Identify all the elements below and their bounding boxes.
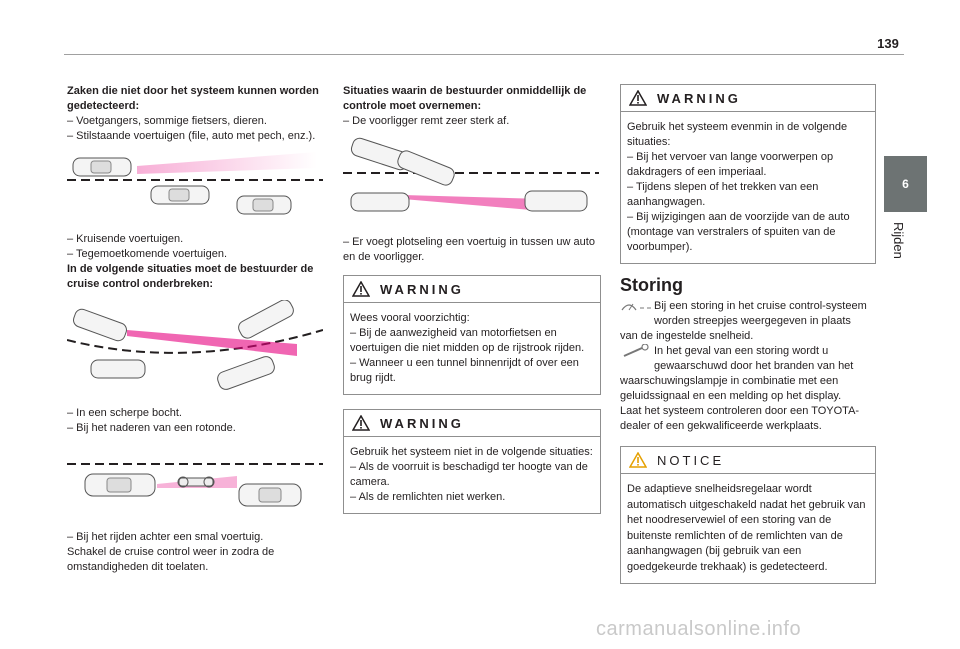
- car-icon: [238, 300, 294, 339]
- warning-box: WARNING Gebruik het systeem evenmin in d…: [620, 84, 876, 264]
- column-1: Zaken die niet door het systeem kunnen w…: [67, 84, 329, 575]
- car-icon: [90, 359, 146, 379]
- storing-text: Bij een storing in het cruise control-sy…: [654, 300, 867, 327]
- radar-beam: [137, 152, 317, 174]
- column-2: Situaties waarin de bestuurder onmiddell…: [343, 84, 601, 528]
- list-item: – Er voegt plotseling een voertuig in tu…: [343, 236, 595, 263]
- list-item: – Bij het rijden achter een smal voertui…: [67, 531, 264, 543]
- list-item: – Voetgangers, sommige fietsers, dieren.: [67, 115, 267, 127]
- radar-beam: [403, 195, 543, 211]
- notice-icon: [629, 452, 647, 468]
- illustration-cut-in: [343, 137, 599, 212]
- notice-box: NOTICE De adaptieve snelheidsregelaar wo…: [620, 446, 876, 584]
- car-icon: [84, 473, 156, 497]
- warning-header: WARNING: [621, 85, 875, 112]
- warning-icon: [352, 281, 370, 297]
- chapter-label-text: Rijden: [891, 222, 906, 259]
- warning-text: – Wanneer u een tunnel binnenrijdt of ov…: [350, 357, 579, 384]
- warning-text: – Tijdens slepen of het trekken van een …: [627, 181, 819, 208]
- storing-text: In het geval van een storing wordt u gew…: [654, 345, 854, 372]
- warning-text: – Als de remlichten niet werken.: [350, 491, 506, 503]
- warning-text: Wees vooral voorzichtig:: [350, 312, 470, 324]
- warning-header: WARNING: [344, 276, 600, 303]
- warning-text: – Bij het vervoer van lange voorwerpen o…: [627, 151, 834, 178]
- warning-text: – Als de voorruit is beschadigd ter hoog…: [350, 461, 588, 488]
- list-item: – De voorligger remt zeer sterk af.: [343, 115, 510, 127]
- warning-icon: [352, 415, 370, 431]
- warning-title: WARNING: [380, 281, 464, 297]
- car-icon: [350, 192, 410, 212]
- storing-para-1: Bij een storing in het cruise control-sy…: [620, 299, 876, 329]
- storing-para-2: In het geval van een storing wordt u gew…: [620, 344, 876, 374]
- storing-text: waarschuwingslampje in combinatie met ee…: [620, 375, 842, 402]
- car-icon: [238, 483, 302, 507]
- watermark: carmanualsonline.info: [596, 618, 802, 640]
- car-icon: [217, 356, 275, 390]
- warning-text: – Bij wijzigingen aan de voorzijde van d…: [627, 211, 850, 253]
- warning-icon: [629, 90, 647, 106]
- list-item: – Tegemoetkomende voertuigen.: [67, 248, 228, 260]
- warning-text: – Bij de aanwezigheid van motorfietsen e…: [350, 327, 585, 354]
- lane-marking: [67, 329, 323, 354]
- chapter-tab[interactable]: 6: [884, 156, 927, 212]
- warning-title: WARNING: [657, 90, 741, 106]
- motorcycle-icon: [177, 476, 215, 488]
- radar-beam: [127, 330, 297, 356]
- header-rule: [64, 54, 904, 55]
- wrench-icon: [623, 344, 649, 357]
- closing-note: Schakel de cruise control weer in zodra …: [67, 546, 275, 573]
- illustration-narrow-vehicle: [67, 463, 323, 507]
- illustration-curve: [67, 300, 323, 390]
- heading-not-detected: Zaken die niet door het systeem kunnen w…: [67, 85, 319, 112]
- notice-header: NOTICE: [621, 447, 875, 474]
- car-icon: [524, 190, 588, 212]
- car-icon: [236, 195, 292, 215]
- car-icon: [73, 308, 127, 342]
- warning-box: WARNING Wees vooral voorzichtig: – Bij d…: [343, 275, 601, 395]
- car-icon: [397, 150, 455, 186]
- car-icon: [150, 185, 210, 205]
- notice-title: NOTICE: [657, 452, 725, 468]
- list-item: – In een scherpe bocht.: [67, 407, 182, 419]
- warning-text: Gebruik het systeem evenmin in de volgen…: [627, 121, 848, 148]
- page-number: 139: [877, 36, 899, 51]
- warning-text: Gebruik het systeem niet in de volgende …: [350, 446, 593, 458]
- notice-text: De adaptieve snelheidsregelaar wordt aut…: [627, 483, 866, 573]
- car-icon: [72, 157, 132, 177]
- warning-title: WARNING: [380, 415, 464, 431]
- illustration-detection: [67, 152, 323, 215]
- storing-text: Laat het systeem controleren door een TO…: [620, 405, 860, 432]
- cruise-speed-icon: [621, 303, 651, 311]
- section-title: Storing: [620, 275, 683, 295]
- list-item: – Kruisende voertuigen.: [67, 233, 184, 245]
- column-3: WARNING Gebruik het systeem evenmin in d…: [620, 84, 876, 598]
- heading-interrupt: In de volgende situaties moet de bestuur…: [67, 263, 314, 290]
- warning-header: WARNING: [344, 410, 600, 437]
- list-item: – Stilstaande voertuigen (file, auto met…: [67, 130, 316, 142]
- list-item: – Bij het naderen van een rotonde.: [67, 422, 236, 434]
- storing-text: van de ingestelde snelheid.: [620, 330, 754, 342]
- heading-take-control: Situaties waarin de bestuurder onmiddell…: [343, 85, 587, 112]
- chapter-label: Rijden: [888, 218, 924, 278]
- warning-box: WARNING Gebruik het systeem niet in de v…: [343, 409, 601, 514]
